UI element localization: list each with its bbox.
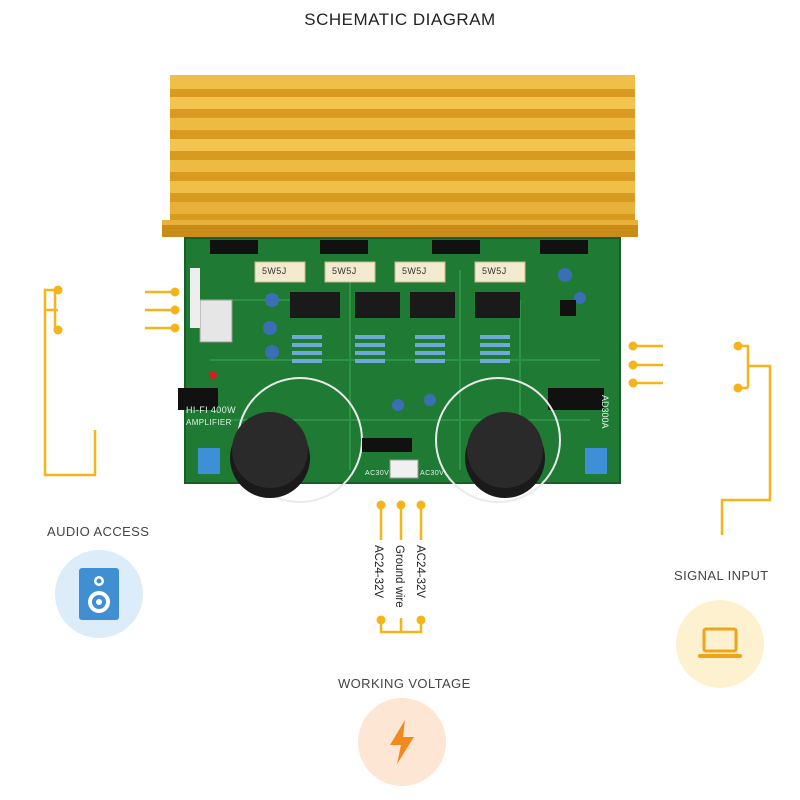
pcb-board [178, 237, 621, 503]
speaker-icon [79, 568, 119, 620]
wire-label-ac-left: AC24-32V [372, 545, 384, 599]
resistor-label: 5W5J [332, 266, 357, 276]
resistor-label: 5W5J [482, 266, 507, 276]
board-silkscreen-type: AMPLIFIER [186, 418, 232, 427]
heatsink [162, 75, 638, 237]
signal-input-label: SIGNAL INPUT [674, 568, 769, 583]
audio-access-badge [55, 550, 143, 638]
wire-label-ac-right: AC24-32V [414, 545, 426, 599]
working-voltage-label: WORKING VOLTAGE [338, 676, 471, 691]
resistor-label: 5W5J [402, 266, 427, 276]
board-silkscreen-model: HI-FI 400W [186, 405, 237, 415]
audio-wires [43, 288, 175, 477]
signal-input-badge [676, 600, 764, 688]
board-silkscreen-code: AD300A [600, 395, 610, 429]
working-voltage-badge [358, 698, 446, 786]
ac-terminal-right: AC30V [420, 470, 445, 477]
lightning-bolt-icon [390, 720, 414, 764]
audio-access-label: AUDIO ACCESS [47, 524, 150, 539]
diagram-title: SCHEMATIC DIAGRAM [304, 10, 496, 29]
resistor-label: 5W5J [262, 266, 287, 276]
signal-wires [633, 344, 772, 535]
wire-label-ground: Ground wire [393, 545, 405, 608]
ac-terminal-left: AC30V [365, 470, 390, 477]
voltage-wires [379, 505, 423, 634]
laptop-icon [698, 627, 742, 658]
